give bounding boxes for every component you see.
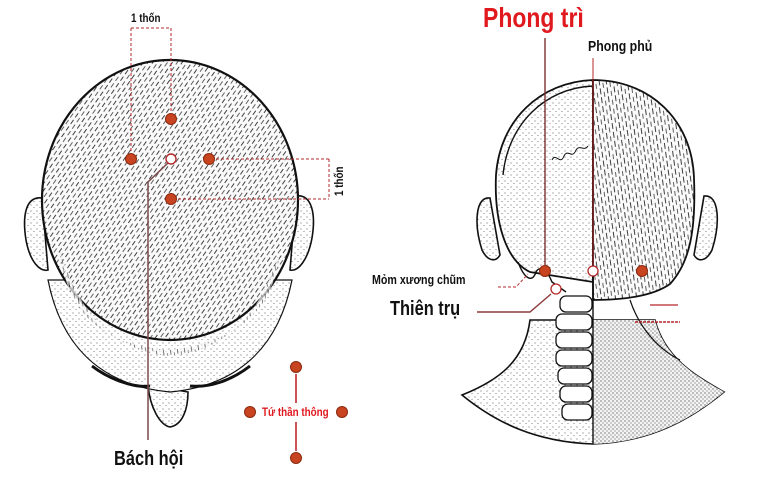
point-front xyxy=(165,113,177,125)
right-acupoints xyxy=(539,265,648,295)
point-back xyxy=(165,193,177,205)
label-phong-tri: Phong trì xyxy=(483,2,584,33)
label-thien-tru: Thiên trụ xyxy=(390,298,461,320)
mom-xuong-chum-leader xyxy=(498,273,529,288)
label-thon-side: 1 thốn xyxy=(332,166,346,196)
cervical-spine xyxy=(555,295,593,421)
tu-than-thong-legend xyxy=(244,361,348,464)
label-bach-hoi: Bách hội xyxy=(114,448,184,470)
label-thon-top: 1 thốn xyxy=(131,11,161,25)
point-phong-tri-right xyxy=(636,265,648,277)
point-thien-tru xyxy=(550,283,562,295)
thien-tru-leader xyxy=(477,293,552,313)
point-bach-hoi xyxy=(165,153,177,165)
point-phong-phu xyxy=(587,265,599,277)
left-acupoints xyxy=(125,113,215,205)
point-phong-tri-left xyxy=(539,265,551,277)
bach-hoi-leader xyxy=(147,162,169,440)
thon-side-bracket xyxy=(178,158,330,200)
right-hair-half xyxy=(592,79,696,301)
point-left xyxy=(125,153,137,165)
label-phong-phu: Phong phủ xyxy=(588,38,653,55)
left-head-nose xyxy=(147,384,189,428)
point-right xyxy=(203,153,215,165)
label-tu-than-thong: Tứ thần thông xyxy=(262,405,329,419)
thon-top-bracket xyxy=(130,27,172,152)
label-mom-xuong-chum: Mỏm xương chũm xyxy=(372,272,466,287)
